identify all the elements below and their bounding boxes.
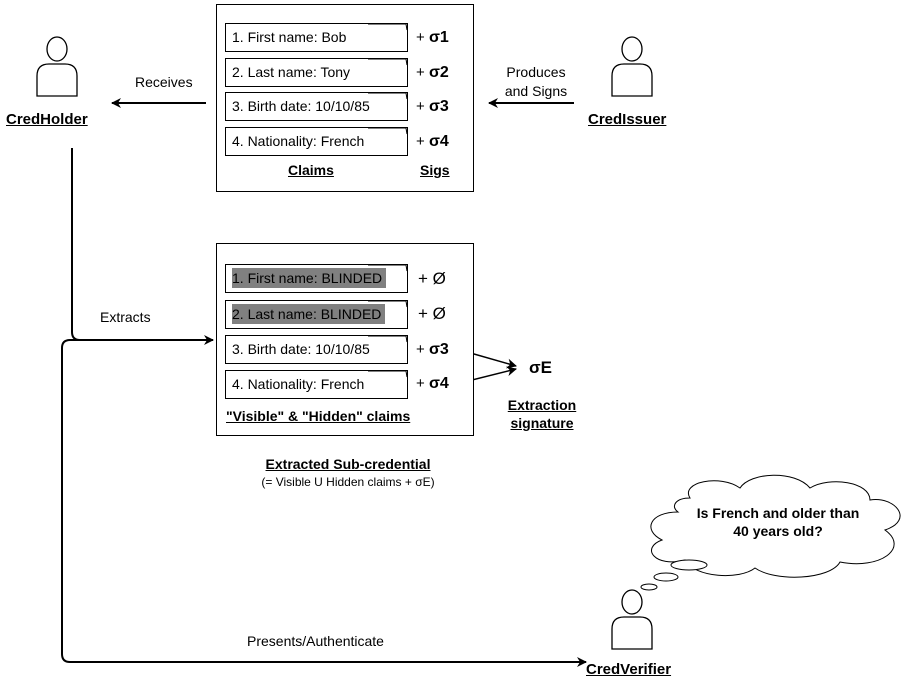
claim-text: 4. Nationality: French bbox=[232, 133, 365, 149]
sig-value: σ1 bbox=[428, 29, 449, 46]
claim-text: 3. Birth date: 10/10/85 bbox=[232, 98, 370, 114]
empty-set-symbol: Ø bbox=[432, 269, 446, 288]
plus-sign: + bbox=[416, 375, 425, 392]
thought-line2: 40 years old? bbox=[733, 523, 823, 539]
thought-bubble-small bbox=[640, 583, 658, 591]
subsig-2: + Ø bbox=[418, 304, 446, 324]
credholder-label: CredHolder bbox=[6, 111, 88, 128]
receives-label: Receives bbox=[135, 74, 193, 90]
presents-arrow bbox=[61, 339, 587, 667]
subclaim-last-name: 2. Last name: BLINDED bbox=[225, 300, 408, 329]
thought-cloud bbox=[650, 474, 901, 578]
sig-value: σ4 bbox=[428, 133, 449, 150]
plus-sign: + bbox=[418, 269, 428, 288]
presents-label: Presents/Authenticate bbox=[247, 633, 384, 649]
sig-value: σ3 bbox=[428, 341, 449, 358]
sig-3: + σ3 bbox=[416, 98, 449, 116]
credholder-person-icon bbox=[36, 36, 78, 97]
plus-sign: + bbox=[416, 29, 425, 46]
claim-text: 2. Last name: Tony bbox=[232, 64, 351, 80]
claim-corner-icon bbox=[368, 58, 408, 66]
subclaim-nationality: 4. Nationality: French bbox=[225, 370, 408, 399]
thought-line1: Is French and older than bbox=[696, 505, 860, 521]
empty-set-symbol: Ø bbox=[432, 304, 446, 323]
sigs-label: Sigs bbox=[420, 162, 450, 178]
extracts-label: Extracts bbox=[100, 309, 151, 325]
subclaim-birth-date: 3. Birth date: 10/10/85 bbox=[225, 335, 408, 364]
extraction-label-line2: signature bbox=[510, 415, 574, 431]
subcredential-title: Extracted Sub-credential bbox=[265, 456, 431, 472]
claim-corner-icon bbox=[368, 370, 408, 378]
claim-corner-icon bbox=[368, 127, 408, 135]
claim-corner-icon bbox=[368, 92, 408, 100]
sig-2: + σ2 bbox=[416, 64, 449, 82]
thought-bubble-medium bbox=[653, 572, 679, 582]
thought-text: Is French and older than 40 years old? bbox=[668, 504, 888, 540]
thought-bubble-large bbox=[670, 559, 708, 571]
visible-hidden-label: "Visible" & "Hidden" claims bbox=[226, 408, 411, 424]
plus-sign: + bbox=[416, 98, 425, 115]
extraction-signature-label: Extraction signature bbox=[496, 397, 588, 431]
claim-nationality: 4. Nationality: French bbox=[225, 127, 408, 156]
plus-sign: + bbox=[416, 64, 425, 81]
credissuer-label: CredIssuer bbox=[588, 111, 667, 128]
claim-first-name: 1. First name: Bob bbox=[225, 23, 408, 52]
subsig-4: + σ4 bbox=[416, 375, 449, 393]
plus-sign: + bbox=[416, 133, 425, 150]
claim-text: 3. Birth date: 10/10/85 bbox=[232, 341, 370, 357]
claim-last-name: 2. Last name: Tony bbox=[225, 58, 408, 87]
blinded-claim-text: 2. Last name: BLINDED bbox=[232, 304, 386, 324]
blinded-claim-text: 1. First name: BLINDED bbox=[232, 268, 387, 288]
claim-text: 4. Nationality: French bbox=[232, 376, 365, 392]
claims-label: Claims bbox=[288, 162, 334, 178]
sig-value: σ4 bbox=[428, 375, 449, 392]
claim-corner-icon bbox=[368, 23, 408, 31]
sig-value: σ3 bbox=[428, 98, 449, 115]
claim-birth-date: 3. Birth date: 10/10/85 bbox=[225, 92, 408, 121]
sig-value: σ2 bbox=[428, 64, 449, 81]
plus-sign: + bbox=[416, 341, 425, 358]
subcredential-subtitle: (= Visible U Hidden claims + σE) bbox=[261, 475, 435, 489]
claim-corner-icon bbox=[368, 300, 408, 308]
subsig-1: + Ø bbox=[418, 269, 446, 289]
plus-sign: + bbox=[418, 304, 428, 323]
extraction-label-line1: Extraction bbox=[507, 397, 577, 413]
sig-4: + σ4 bbox=[416, 133, 449, 151]
claim-corner-icon bbox=[368, 335, 408, 343]
claim-corner-icon bbox=[368, 264, 408, 272]
produces-label-line1: Produces bbox=[506, 64, 566, 80]
extraction-sig-symbol: σE bbox=[529, 358, 552, 377]
sig-1: + σ1 bbox=[416, 29, 449, 47]
produces-label: Produces and Signs bbox=[496, 64, 576, 99]
produces-label-line2: and Signs bbox=[504, 83, 568, 99]
subsig-3: + σ3 bbox=[416, 341, 449, 359]
credissuer-person-icon bbox=[611, 36, 653, 97]
credverifier-label: CredVerifier bbox=[586, 661, 672, 678]
credverifier-person-icon bbox=[611, 589, 653, 650]
claim-text: 1. First name: Bob bbox=[232, 29, 347, 45]
subclaim-first-name: 1. First name: BLINDED bbox=[225, 264, 408, 293]
